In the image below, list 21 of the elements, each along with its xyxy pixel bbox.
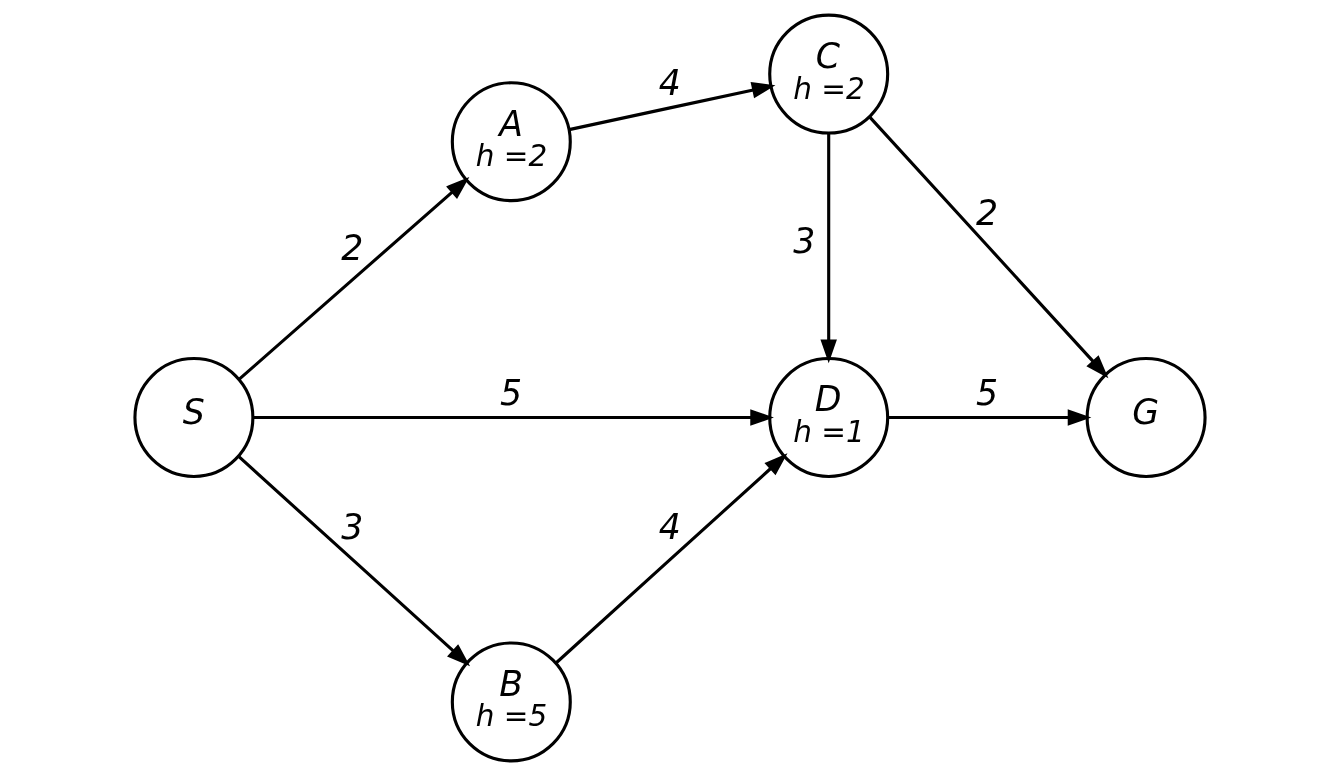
arrow <box>888 409 1092 426</box>
edge-label: 5 <box>500 373 523 414</box>
arrow <box>555 453 788 665</box>
edge-label: 2 <box>341 227 364 268</box>
edge-label: 5 <box>976 373 999 414</box>
node-circle: S <box>133 356 255 478</box>
edge-label: 4 <box>658 62 681 103</box>
edge-label: 3 <box>793 220 816 261</box>
edge-label: 3 <box>341 506 364 547</box>
node-circle: D h =1 <box>768 356 890 478</box>
node-circle: B h =5 <box>450 641 572 763</box>
arrow <box>238 177 470 381</box>
node-circle: C h =2 <box>768 13 890 135</box>
arrow <box>868 115 1109 379</box>
node-circle: A h =2 <box>450 81 572 203</box>
arrow <box>568 82 776 132</box>
arrow <box>252 409 774 426</box>
edge-label: 4 <box>658 506 681 547</box>
arrow <box>237 455 471 667</box>
arrow <box>820 133 837 364</box>
edge-label: 2 <box>976 192 999 233</box>
